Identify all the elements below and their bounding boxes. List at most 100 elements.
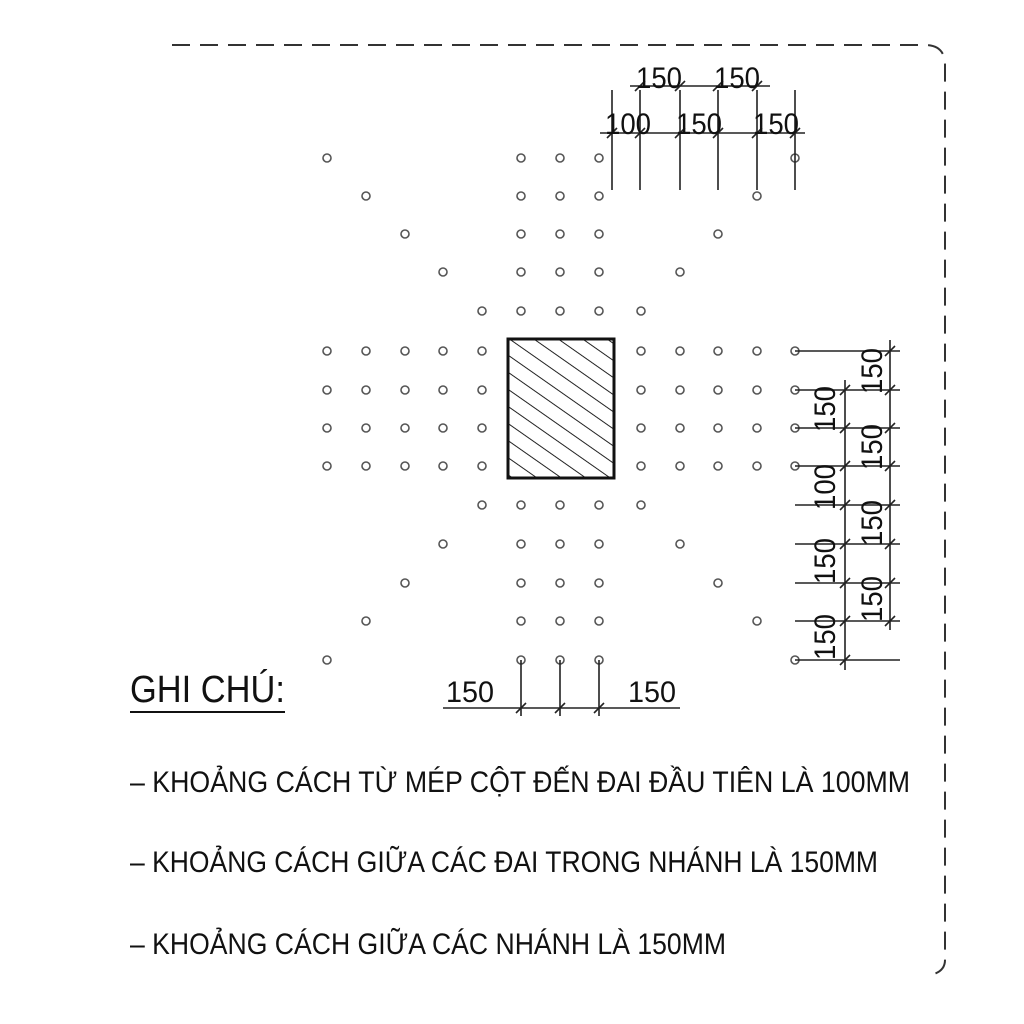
dimension-lines — [443, 80, 900, 716]
stirrup-dot — [594, 539, 604, 549]
dimension-tick — [634, 127, 646, 139]
top-dim-upper-1: 150 — [636, 62, 682, 95]
stirrup-dot — [636, 461, 646, 471]
dimension-tick — [593, 702, 605, 714]
dimension-tick — [839, 615, 851, 627]
stirrup-dot — [675, 423, 685, 433]
bottom-dim-2: 150 — [628, 676, 676, 709]
stirrup-dot — [594, 191, 604, 201]
stirrup-dot — [361, 385, 371, 395]
stirrup-dot — [675, 267, 685, 277]
stirrup-dot — [361, 616, 371, 626]
stirrup-dot — [516, 153, 526, 163]
dimension-tick — [839, 460, 851, 472]
stirrup-dot — [636, 306, 646, 316]
stirrup-dot — [675, 346, 685, 356]
stirrup-dot — [555, 500, 565, 510]
dimension-tick — [884, 499, 896, 511]
stirrup-dot — [400, 346, 410, 356]
stirrup-dot — [594, 616, 604, 626]
stirrup-dot — [713, 229, 723, 239]
stirrup-dot — [594, 229, 604, 239]
dimension-tick — [884, 460, 896, 472]
dimension-tick — [839, 499, 851, 511]
dimension-tick — [674, 80, 686, 92]
stirrup-dot — [594, 500, 604, 510]
dimension-tick — [751, 80, 763, 92]
stirrup-dot — [636, 346, 646, 356]
stirrup-dot — [713, 578, 723, 588]
stirrup-dot — [477, 423, 487, 433]
stirrup-dot — [516, 267, 526, 277]
stirrup-dot — [675, 461, 685, 471]
note-line-2: – KHOẢNG CÁCH GIỮA CÁC ĐAI TRONG NHÁNH L… — [130, 845, 878, 879]
stirrup-dot — [636, 500, 646, 510]
stirrup-dot — [322, 423, 332, 433]
stirrup-dot — [361, 191, 371, 201]
stirrup-dot — [477, 306, 487, 316]
stirrup-dot — [752, 346, 762, 356]
stirrup-dot — [713, 346, 723, 356]
dimension-tick — [884, 345, 896, 357]
right-dim-outer-3: 150 — [856, 500, 889, 546]
right-dim-outer-2: 150 — [856, 424, 889, 470]
stirrup-dot — [516, 616, 526, 626]
stirrup-dot — [322, 655, 332, 665]
stirrup-dot — [555, 539, 565, 549]
dimension-tick — [884, 538, 896, 550]
notes-title: GHI CHÚ: — [130, 668, 285, 711]
stirrup-dot — [322, 461, 332, 471]
stirrup-dot — [477, 500, 487, 510]
stirrup-dots — [322, 153, 800, 665]
stirrup-dot — [438, 346, 448, 356]
stirrup-dot — [477, 346, 487, 356]
stirrup-dot — [322, 346, 332, 356]
stirrup-dot — [594, 578, 604, 588]
right-dim-inner-4: 150 — [809, 614, 842, 660]
stirrup-dot — [594, 153, 604, 163]
stirrup-dot — [361, 461, 371, 471]
stirrup-dot — [713, 385, 723, 395]
dimension-tick — [884, 422, 896, 434]
column-section — [506, 337, 616, 480]
stirrup-dot — [516, 229, 526, 239]
right-dim-inner-3: 150 — [809, 538, 842, 584]
stirrup-dot — [516, 306, 526, 316]
stirrup-dot — [400, 461, 410, 471]
dimension-tick — [839, 654, 851, 666]
stirrup-dot — [636, 385, 646, 395]
right-dim-outer-1: 150 — [856, 348, 889, 394]
dimension-tick — [515, 702, 527, 714]
stirrup-dot — [713, 423, 723, 433]
stirrup-dot — [555, 306, 565, 316]
stirrup-dot — [400, 385, 410, 395]
stirrup-dot — [752, 385, 762, 395]
dimension-tick — [751, 127, 763, 139]
stirrup-dot — [675, 385, 685, 395]
stirrup-dot — [594, 306, 604, 316]
dimension-tick — [839, 384, 851, 396]
stirrup-dot — [438, 385, 448, 395]
dashed-frame — [172, 44, 946, 976]
right-dim-inner-1: 150 — [809, 386, 842, 432]
top-dim-upper-2: 150 — [714, 62, 760, 95]
dimension-tick — [554, 702, 566, 714]
stirrup-dot — [438, 461, 448, 471]
dimension-tick — [674, 127, 686, 139]
right-dim-outer-4: 150 — [856, 576, 889, 622]
top-dim-lower-3: 150 — [753, 108, 799, 141]
stirrup-dot — [555, 616, 565, 626]
stirrup-dot — [400, 229, 410, 239]
stirrup-dot — [713, 461, 723, 471]
stirrup-dot — [516, 539, 526, 549]
right-dim-inner-2: 100 — [809, 464, 842, 510]
stirrup-dot — [555, 229, 565, 239]
dimension-tick — [839, 538, 851, 550]
stirrup-dot — [752, 461, 762, 471]
stirrup-dot — [400, 578, 410, 588]
stirrup-dot — [322, 385, 332, 395]
dimension-tick — [839, 577, 851, 589]
bottom-dim-1: 150 — [446, 676, 494, 709]
stirrup-dot — [516, 500, 526, 510]
